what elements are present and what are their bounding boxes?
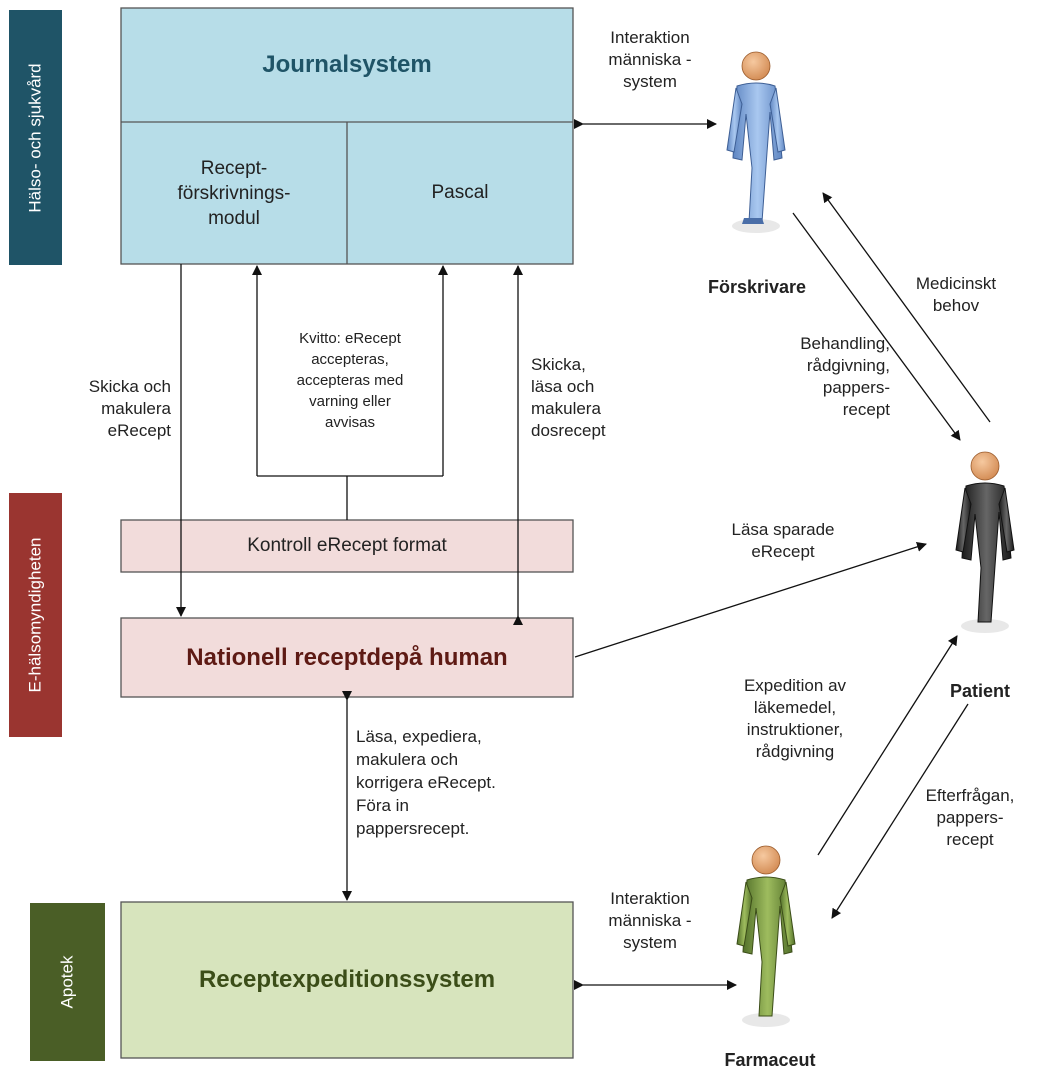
patient-figure (955, 451, 1015, 633)
label-interaktion-bottom: Interaktion människa - system (608, 889, 692, 952)
band-halso-label: Hälso- och sjukvård (25, 62, 45, 213)
journalsystem-title: Journalsystem (121, 8, 573, 122)
farmaceut-name: Farmaceut (724, 1050, 816, 1070)
nationell-box (120, 617, 574, 698)
kontroll-text: Kontroll eRecept format (247, 535, 447, 556)
arrow-behandling (792, 212, 961, 441)
forskrivare-figure (726, 51, 786, 233)
label-skicka-las-dosrecept: Skicka, läsa och makulera dosrecept (531, 355, 606, 440)
expedition-title: Receptexpeditionssystem (121, 902, 573, 1058)
label-lasa-sparade: Läsa sparade eRecept (731, 520, 835, 561)
band-apotek-label: Apotek (57, 955, 77, 1009)
label-efterfragan: Efterfrågan, pappers- recept (925, 786, 1015, 849)
band-ehalso-label: E-hälsomyndigheten (25, 537, 45, 693)
label-medicinskt-behov: Medicinskt behov (915, 274, 997, 315)
recept-modul-text: Recept- förskrivnings- modul (177, 157, 291, 229)
label-interaktion-top: Interaktion människa - system (608, 28, 692, 91)
nationell-title-text: Nationell receptdepå human (186, 643, 508, 671)
kontroll-label: Kontroll eRecept format (121, 520, 573, 572)
patient-name: Patient (949, 681, 1010, 701)
arrow-lasa-sparade (574, 541, 927, 658)
label-kvitto: Kvitto: eRecept accepteras, accepteras m… (296, 330, 404, 431)
label-lasa-expediera: Läsa, expediera, makulera och korrigera … (356, 727, 496, 838)
pascal-text: Pascal (431, 182, 489, 203)
expedition-title-text: Receptexpeditionssystem (198, 966, 496, 993)
band-apotek: Apotek (30, 903, 105, 1061)
journalsystem-title-text: Journalsystem (262, 51, 432, 78)
label-expedition-lakemedel: Expedition av läkemedel, instruktioner, … (743, 676, 847, 761)
label-behandling: Behandling, rådgivning, pappers- recept (800, 334, 890, 419)
arrow-expedition-lakemedel (817, 635, 958, 856)
nationell-title: Nationell receptdepå human (121, 618, 573, 697)
band-ehalsomyndigheten: E-hälsomyndigheten (9, 493, 62, 737)
arrow-medicinskt-behov (822, 192, 991, 423)
farmaceut-figure (736, 845, 796, 1027)
expedition-box (120, 901, 574, 1059)
band-halso-och-sjukvard: Hälso- och sjukvård (9, 10, 62, 265)
recept-modul-cell: Recept- förskrivnings- modul (121, 122, 347, 264)
pascal-cell: Pascal (347, 122, 573, 264)
label-skicka-makulera: Skicka och makulera eRecept (88, 377, 171, 440)
arrow-efterfragan (831, 703, 969, 919)
forskrivare-name: Förskrivare (707, 277, 807, 297)
